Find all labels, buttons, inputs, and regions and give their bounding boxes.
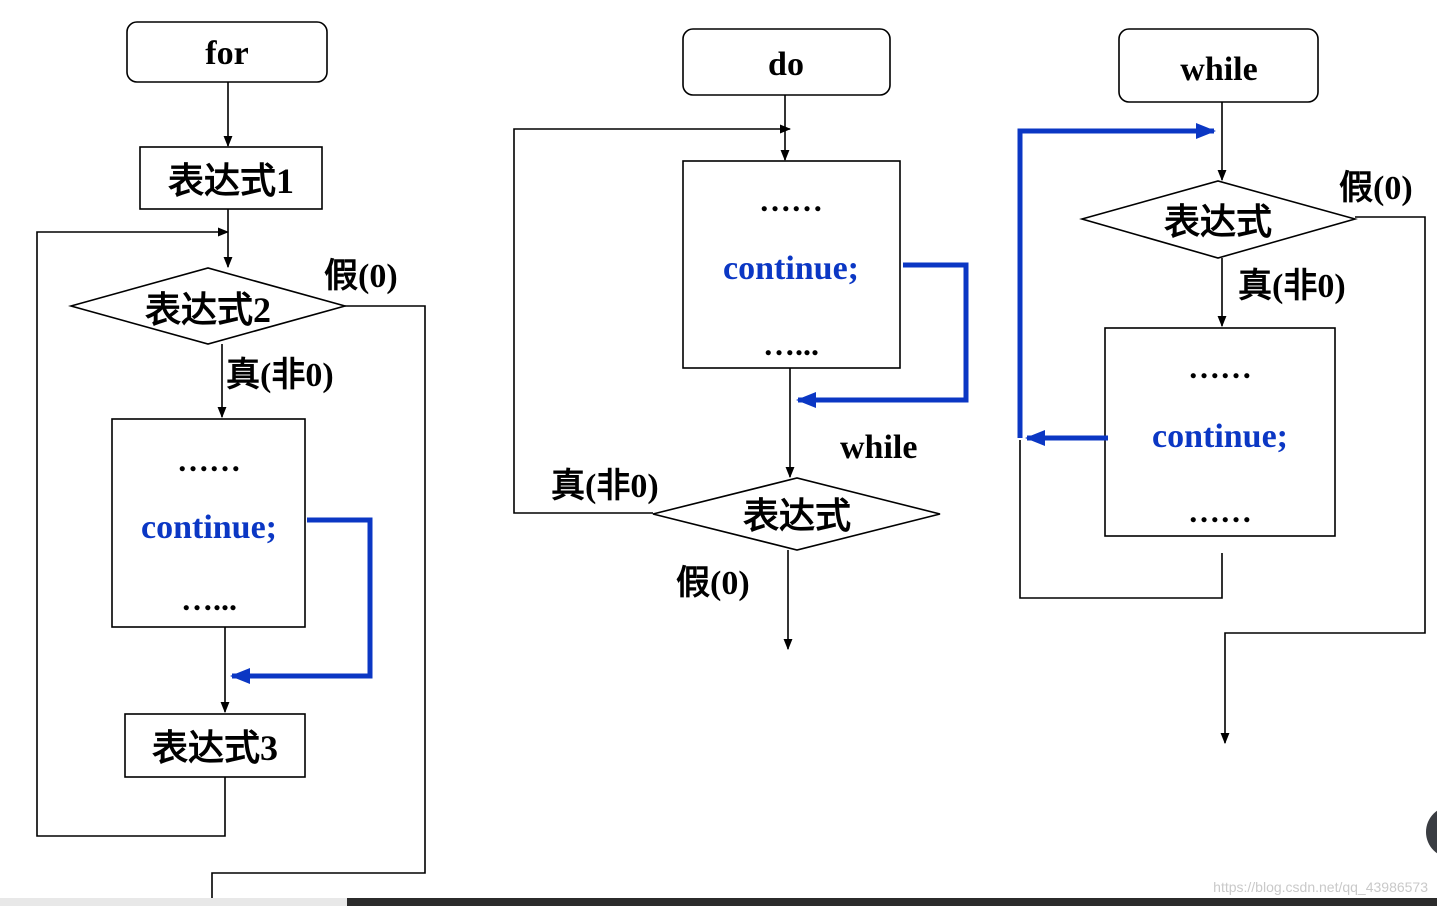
for-flowchart: for 表达式1 表达式2 假(0) 真(非0) …… continue; ….… xyxy=(36,21,426,906)
for-body-dots-top: …… xyxy=(177,442,241,478)
do-body-dots-top: …… xyxy=(759,182,823,218)
while-false-path xyxy=(1220,216,1426,745)
do-body-box xyxy=(682,160,901,369)
do-true-label: 真(非0) xyxy=(551,467,659,505)
while-start-box xyxy=(1118,28,1319,103)
while-continue-loop-path xyxy=(1017,123,1216,438)
watermark: https://blog.csdn.net/qq_43986573 xyxy=(1213,879,1428,895)
do-while-flowchart: do …… continue; …... while 表达式 真(非0) 假(0… xyxy=(513,28,969,651)
expr3-label: 表达式3 xyxy=(152,728,278,768)
while-true-label: 真(非0) xyxy=(1238,267,1346,305)
do-false-label: 假(0) xyxy=(676,564,750,602)
while-flowchart: while 表达式 假(0) 真(非0) …… continue; …… xyxy=(1017,28,1426,745)
side-button[interactable] xyxy=(1426,806,1437,858)
bottom-strip-dark xyxy=(347,898,1437,906)
while-body-box xyxy=(1104,327,1336,537)
do-loopback-path xyxy=(513,124,792,514)
while-condition-diamond xyxy=(1079,180,1358,259)
expr3-box xyxy=(124,713,306,778)
for-false-path xyxy=(211,305,426,906)
for-false-label: 假(0) xyxy=(324,257,398,295)
expr1-label: 表达式1 xyxy=(168,161,294,201)
for-start-label: for xyxy=(205,35,248,72)
do-continue-path xyxy=(796,262,969,408)
while-body-dots-top: …… xyxy=(1188,349,1252,385)
for-true-label: 真(非0) xyxy=(226,356,334,394)
do-condition-label: 表达式 xyxy=(743,496,851,536)
while-body-dots-bottom: …… xyxy=(1188,493,1252,529)
expr2-label: 表达式2 xyxy=(145,290,271,330)
for-continue-label: continue; xyxy=(141,509,277,546)
while-false-label: 假(0) xyxy=(1339,169,1413,207)
for-body-dots-bottom: …... xyxy=(181,581,237,617)
while-start-label: while xyxy=(1180,51,1257,88)
while-continue-label: continue; xyxy=(1152,418,1288,455)
do-start-box xyxy=(682,28,891,96)
for-continue-path xyxy=(230,517,373,684)
for-body-box xyxy=(111,418,306,628)
for-start-box xyxy=(126,21,328,83)
do-start-label: do xyxy=(768,46,804,83)
do-condition-diamond xyxy=(652,477,941,551)
bottom-strip-light xyxy=(0,898,347,906)
do-continue-label: continue; xyxy=(723,250,859,287)
while-loopback-path xyxy=(1019,440,1223,599)
do-body-dots-bottom: …... xyxy=(763,326,819,362)
expr1-box xyxy=(139,146,323,210)
do-while-label: while xyxy=(840,429,917,466)
while-condition-label: 表达式 xyxy=(1164,202,1272,242)
for-loopback-path xyxy=(36,227,230,837)
